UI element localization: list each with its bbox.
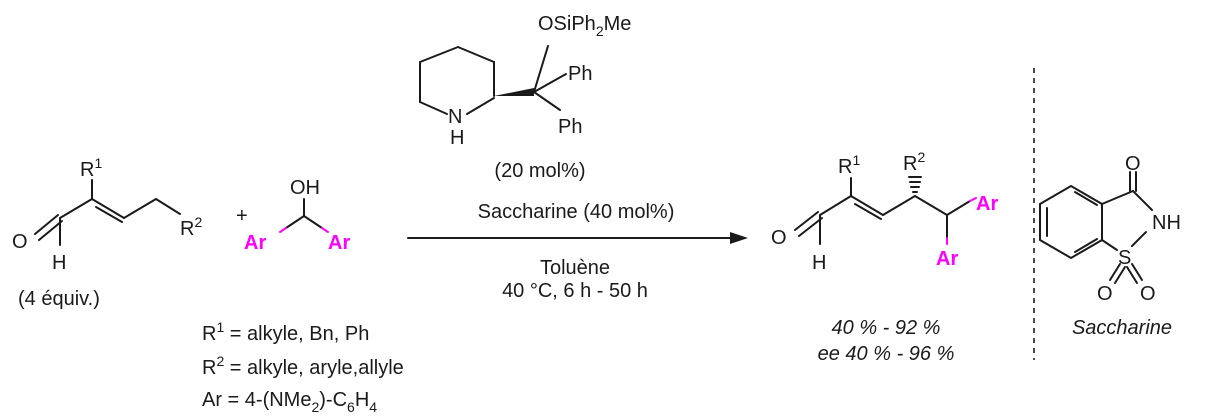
wedge-bond	[494, 88, 534, 96]
bond	[850, 195, 884, 216]
bond	[1131, 263, 1143, 281]
catalyst-nh-hydrogen: H	[450, 127, 464, 149]
bond	[794, 211, 819, 231]
bond	[59, 198, 93, 219]
bond	[419, 101, 448, 115]
bond	[969, 197, 977, 202]
bond	[303, 215, 323, 229]
bond	[279, 227, 287, 233]
reaction-arrow	[407, 232, 748, 244]
catalyst-structure: OSiPh2Me Ph Ph N H	[419, 13, 631, 149]
catalyst-phenyl-2: Ph	[558, 116, 582, 138]
bond	[321, 227, 329, 233]
bond	[34, 214, 59, 235]
hashed-bond	[908, 176, 922, 193]
bond	[1101, 190, 1134, 205]
bond	[1126, 266, 1138, 284]
saccharine-sulfonyl-oxygen-left: O	[1097, 283, 1113, 305]
r1-definition: R1 = alkyle, Bn, Ph	[202, 319, 369, 345]
product-oxygen: O	[771, 227, 787, 249]
additive-label: Saccharine (40 mol%)	[478, 201, 675, 223]
product-r2: R2	[903, 149, 925, 175]
bond	[914, 195, 948, 216]
product-aryl-bottom: Ar	[936, 248, 958, 270]
bond	[123, 198, 157, 219]
bond	[882, 195, 916, 216]
aldehyde-oxygen: O	[12, 231, 28, 253]
product-hydrogen: H	[812, 252, 826, 274]
bond	[854, 203, 882, 220]
bond	[533, 45, 549, 93]
catalyst-nitrogen: N	[448, 106, 462, 128]
yield-range: 40 % - 92 %	[832, 317, 941, 339]
bond	[419, 46, 459, 63]
saccharine-structure: O NH S O O	[1039, 153, 1181, 305]
bond	[1132, 190, 1153, 211]
bond	[1074, 238, 1098, 253]
catalyst-loading: (20 mol%)	[494, 160, 585, 182]
aryl-definition: Ar = 4-(NMe2)-C6H4	[202, 389, 377, 415]
bond	[95, 206, 123, 223]
bond	[457, 46, 495, 63]
bond	[466, 97, 495, 115]
saccharine-carbonyl-oxygen: O	[1125, 153, 1141, 175]
temperature-time-label: 40 °C, 6 h - 50 h	[502, 280, 648, 302]
bond	[1114, 266, 1126, 284]
bond	[533, 73, 567, 93]
alcohol-hydroxyl: OH	[290, 177, 320, 199]
bond	[285, 215, 305, 229]
bond	[38, 220, 63, 241]
diarylmethanol-structure: OH Ar Ar	[244, 177, 350, 254]
bond	[946, 200, 971, 216]
product-structure: O H R1 R2 Ar Ar	[771, 149, 998, 274]
saccharine-sulfonyl-oxygen-right: O	[1140, 283, 1156, 305]
bond	[91, 198, 125, 219]
aldehyde-equivalents: (4 équiv.)	[18, 288, 100, 310]
product-r1: R1	[838, 152, 860, 178]
alcohol-aryl-left: Ar	[244, 232, 266, 254]
bond	[1109, 263, 1121, 281]
bond	[798, 217, 823, 237]
aldehyde-r2: R2	[180, 214, 202, 240]
product-aryl-top: Ar	[976, 193, 998, 215]
bond	[155, 198, 181, 215]
alcohol-aryl-right: Ar	[328, 232, 350, 254]
bond	[1101, 239, 1118, 251]
aldehyde-hydrogen: H	[52, 252, 66, 274]
saccharine-name: Saccharine	[1072, 317, 1172, 339]
saccharine-nh: NH	[1152, 212, 1181, 234]
benzene-ring	[1039, 184, 1103, 260]
saccharine-sulfur: S	[1118, 247, 1131, 269]
aldehyde-r1: R1	[80, 155, 102, 181]
r2-definition: R2 = alkyle, aryle,allyle	[202, 353, 404, 379]
catalyst-substituent: OSiPh2Me	[538, 13, 631, 39]
solvent-label: Toluène	[540, 257, 610, 279]
bond	[533, 91, 561, 111]
aldehyde-structure: O H R1 R2	[12, 155, 202, 274]
ee-range: ee 40 % - 96 %	[818, 343, 955, 365]
bond	[1131, 231, 1147, 247]
bond	[819, 195, 852, 216]
catalyst-phenyl-1: Ph	[568, 63, 592, 85]
bond	[1074, 191, 1098, 206]
plus-sign: +	[236, 205, 248, 227]
